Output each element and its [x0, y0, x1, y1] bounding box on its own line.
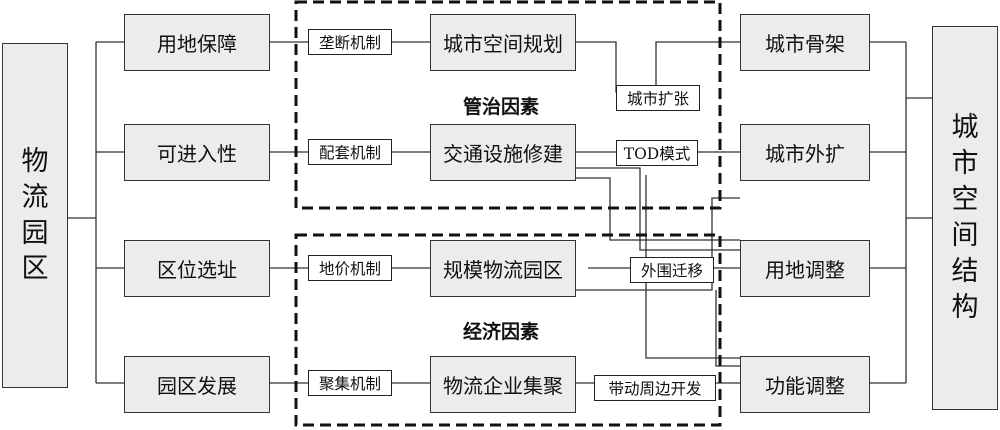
effect-box: 城市扩张	[616, 85, 700, 111]
left-char: 流	[21, 181, 49, 213]
right-char: 结	[951, 255, 979, 287]
right-char: 市	[951, 148, 979, 180]
driver-box: 区位选址	[124, 240, 270, 297]
action-box: 城市空间规划	[430, 14, 576, 71]
left-char: 物	[21, 145, 49, 177]
left-char: 区	[21, 253, 49, 285]
effect-box: 外围迁移	[630, 257, 714, 283]
outcome-box: 城市骨架	[740, 14, 870, 71]
action-box: 物流企业集聚	[430, 356, 576, 413]
mechanism-box: 聚集机制	[308, 370, 392, 396]
mechanism-box: 垄断机制	[308, 29, 392, 55]
outcome-box: 用地调整	[740, 240, 870, 297]
outcome-box: 功能调整	[740, 356, 870, 413]
mechanism-box: 配套机制	[308, 139, 392, 165]
driver-box: 可进入性	[124, 124, 270, 181]
action-box: 规模物流园区	[430, 240, 576, 297]
governance-factor-label: 管治因素	[463, 96, 540, 118]
right-char: 城	[951, 112, 979, 144]
logistics-park-box: 物 流 园 区	[2, 43, 68, 388]
action-box: 交通设施修建	[430, 124, 576, 181]
urban-spatial-structure-box: 城 市 空 间 结 构	[932, 26, 998, 410]
mechanism-box: 地价机制	[308, 255, 392, 281]
outcome-box: 城市外扩	[740, 124, 870, 181]
right-char: 构	[951, 291, 979, 323]
effect-box: TOD模式	[616, 140, 698, 166]
right-char: 间	[951, 220, 979, 251]
driver-box: 用地保障	[124, 14, 270, 71]
driver-box: 园区发展	[124, 356, 270, 413]
right-char: 空	[951, 184, 979, 216]
effect-box: 带动周边开发	[594, 375, 716, 401]
left-char: 园	[21, 217, 49, 249]
economic-factor-label: 经济因素	[463, 321, 540, 343]
